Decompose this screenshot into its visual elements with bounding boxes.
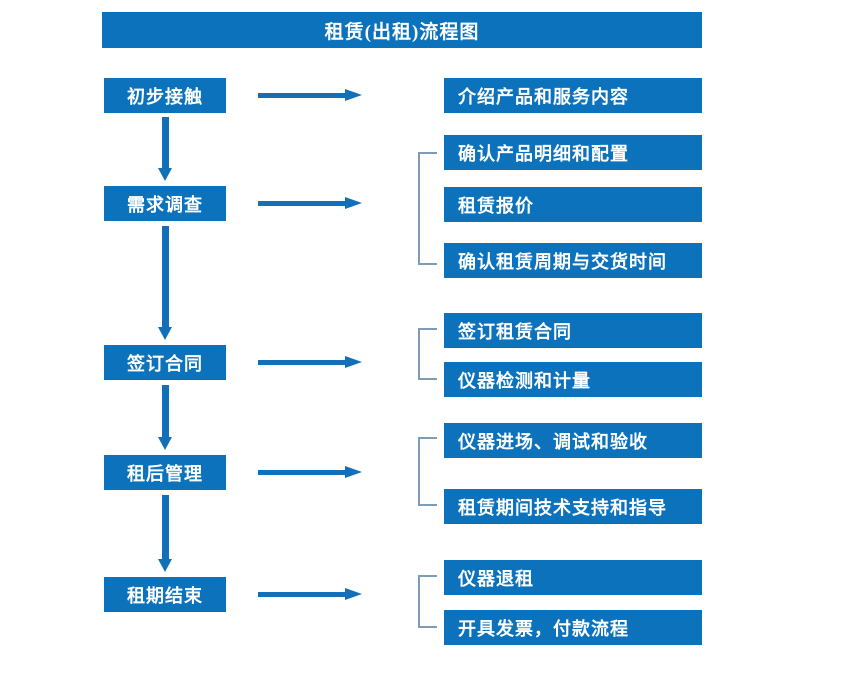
group-bracket-lease-end: [418, 575, 437, 628]
detail-box-confirm-lease-period[interactable]: 确认租赁周期与交货时间: [444, 243, 702, 278]
horizontal-arrow-icon-1: [258, 89, 362, 102]
detail-box-instrument-inspection[interactable]: 仪器检测和计量: [444, 362, 702, 397]
horizontal-arrow-icon-3: [258, 356, 362, 369]
horizontal-arrow-icon-2: [258, 197, 362, 210]
detail-box-invoice-payment[interactable]: 开具发票，付款流程: [444, 610, 702, 645]
flowchart-title-banner: 租赁(出租)流程图: [102, 12, 702, 48]
detail-box-sign-lease-contract[interactable]: 签订租赁合同: [444, 313, 702, 348]
vertical-arrow-icon-1: [158, 117, 173, 181]
stage-box-initial-contact[interactable]: 初步接触: [104, 78, 226, 113]
detail-box-technical-support[interactable]: 租赁期间技术支持和指导: [444, 489, 702, 524]
horizontal-arrow-icon-4: [258, 466, 362, 479]
stage-box-post-lease-management[interactable]: 租后管理: [104, 455, 226, 490]
group-bracket-demand-survey: [418, 152, 437, 265]
stage-box-lease-end[interactable]: 租期结束: [104, 577, 226, 612]
detail-box-confirm-product-details[interactable]: 确认产品明细和配置: [444, 135, 702, 170]
detail-box-instrument-entry[interactable]: 仪器进场、调试和验收: [444, 423, 702, 458]
vertical-arrow-icon-2: [158, 226, 173, 340]
detail-box-introduce-products[interactable]: 介绍产品和服务内容: [444, 78, 702, 113]
group-bracket-post-lease: [418, 437, 437, 506]
vertical-arrow-icon-3: [158, 385, 173, 450]
horizontal-arrow-icon-5: [258, 588, 362, 601]
stage-box-sign-contract[interactable]: 签订合同: [104, 345, 226, 380]
vertical-arrow-icon-4: [158, 495, 173, 572]
detail-box-lease-quotation[interactable]: 租赁报价: [444, 187, 702, 222]
detail-box-instrument-return[interactable]: 仪器退租: [444, 560, 702, 595]
stage-box-demand-survey[interactable]: 需求调查: [104, 186, 226, 221]
group-bracket-sign-contract: [418, 328, 437, 380]
